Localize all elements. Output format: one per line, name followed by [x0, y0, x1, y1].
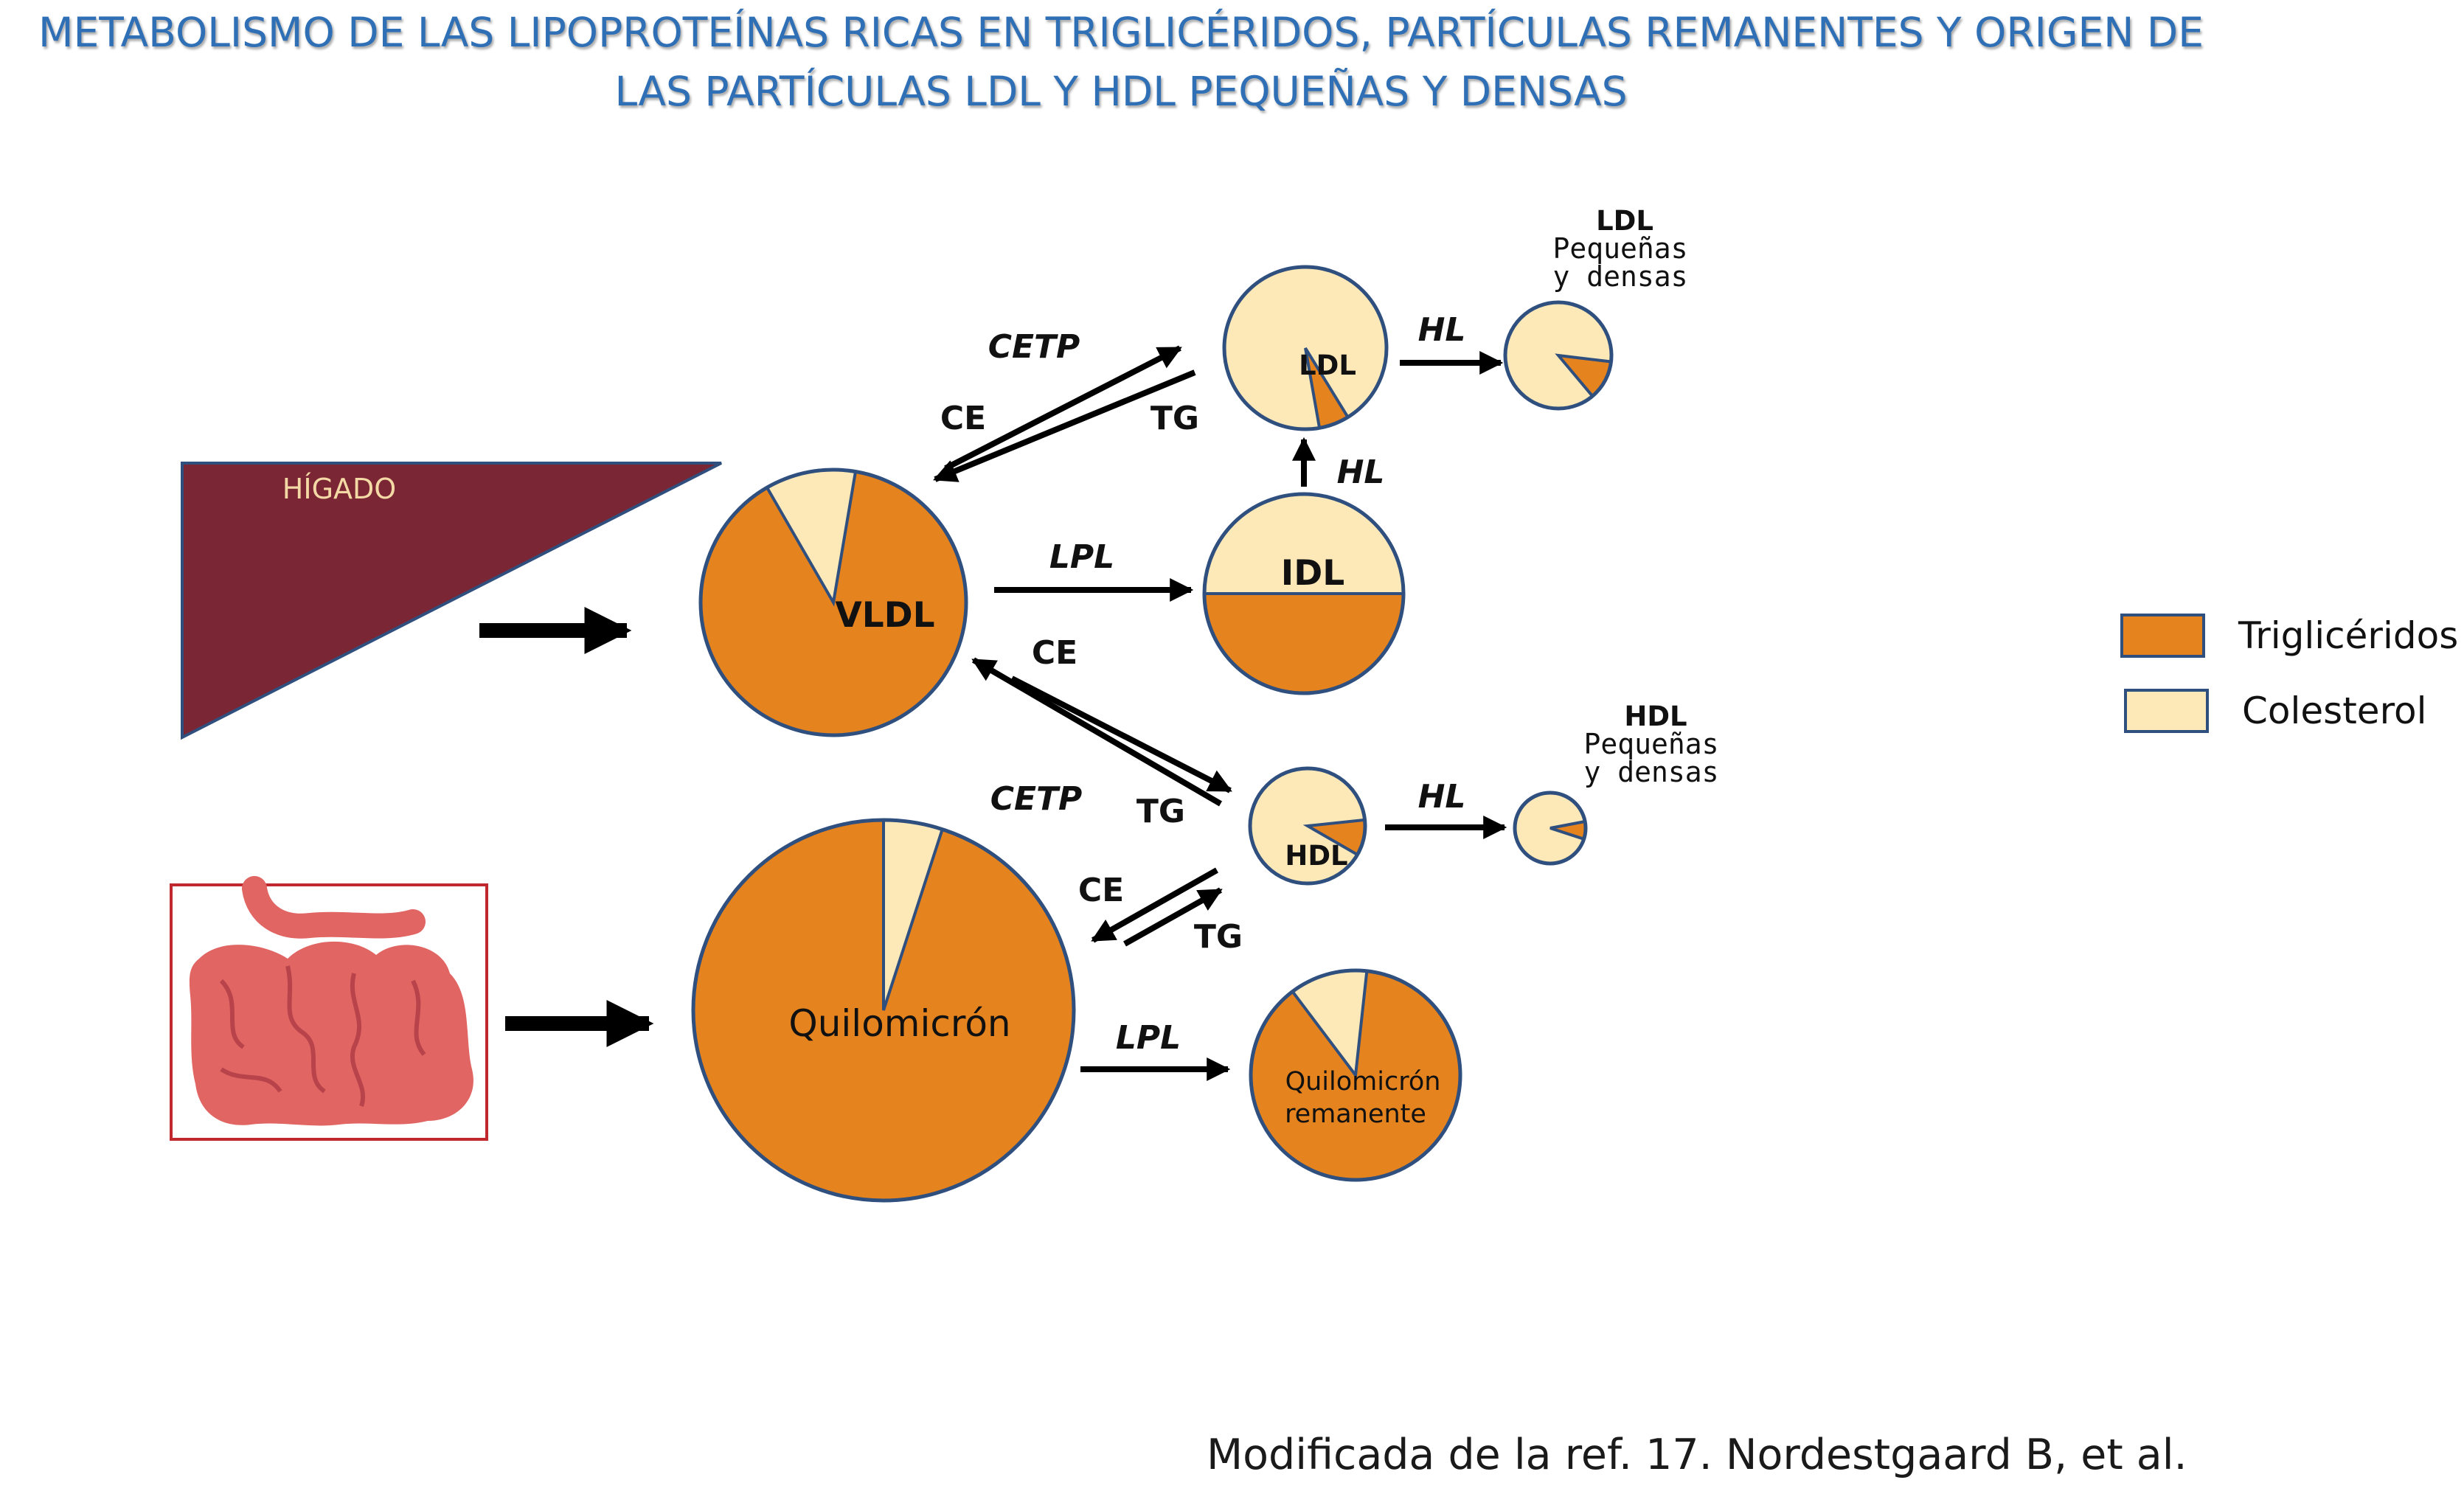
- particle-outline: [1222, 265, 1389, 431]
- cetp-arrow-to-vldl-mid: [971, 657, 1223, 807]
- ldl-particle: [1222, 265, 1389, 431]
- liver-shape: [181, 462, 722, 740]
- particle-outline: [1248, 766, 1367, 886]
- small-ldl-sub1: Pequeñas: [1552, 232, 1687, 265]
- small-hdl-sub1: Pequeñas: [1583, 728, 1718, 760]
- tg-top-label: TG: [1151, 400, 1199, 437]
- hl-ldl-label: HL: [1418, 311, 1466, 349]
- particle-outline: [1503, 300, 1614, 411]
- tg-arrow-chylo-to-hdl: [1123, 887, 1223, 947]
- remnant-label-line-1: Quilomicrón: [1285, 1067, 1441, 1097]
- ce-top-label: CE: [940, 400, 986, 437]
- vldl-label: VLDL: [835, 595, 934, 636]
- tg-low-label: TG: [1194, 918, 1243, 956]
- cetp-bottom-label: CETP: [990, 780, 1083, 818]
- legend-cholesterol: Colesterol: [2124, 689, 2427, 733]
- ldl-label: LDL: [1299, 350, 1356, 381]
- hl-hdl-label: HL: [1418, 778, 1466, 816]
- cholesterol-legend-label: Colesterol: [2242, 689, 2427, 732]
- chylomicron-particle: [691, 818, 1076, 1203]
- small-ldl-sub2: y densas: [1552, 260, 1687, 293]
- lpl-chylo-label: LPL: [1116, 1019, 1181, 1057]
- cetp-arrow-to-hdl: [1010, 675, 1232, 793]
- hdl-label: HDL: [1285, 840, 1347, 872]
- particle-outline: [1202, 492, 1406, 695]
- triglycerides-legend-label: Triglicéridos: [2238, 614, 2459, 657]
- ce-low-label: CE: [1078, 872, 1124, 909]
- small-dense-ldl-particle: [1503, 300, 1614, 411]
- small-hdl-sub2: y densas: [1583, 756, 1718, 788]
- cetp-arrow-to-ldl: [944, 345, 1182, 471]
- small-dense-hdl-particle: [1513, 791, 1588, 866]
- small-ldl-title: LDL: [1596, 205, 1653, 237]
- page-title: METABOLISMO DE LAS LIPOPROTEÍNAS RICAS E…: [0, 3, 2242, 121]
- small-hdl-title: HDL: [1624, 701, 1687, 732]
- title-line-2: LAS PARTÍCULAS LDL Y HDL PEQUEÑAS Y DENS…: [614, 68, 1628, 115]
- particle-outline: [691, 818, 1076, 1203]
- chylomicron-remnant-particle: [1249, 968, 1462, 1182]
- chylomicron-label: Quilomicrón: [788, 1002, 1010, 1045]
- cholesterol-swatch: [2124, 689, 2209, 733]
- liver-label: HÍGADO: [282, 473, 396, 505]
- particle-outline: [698, 468, 968, 737]
- idl-particle: [1202, 492, 1406, 695]
- hl-idl-label: HL: [1337, 454, 1385, 491]
- hdl-particle: [1248, 766, 1367, 886]
- triglycerides-swatch: [2120, 614, 2205, 658]
- source-credit: Modificada de la ref. 17. Nordestgaard B…: [1207, 1431, 2187, 1479]
- particle-outline: [1249, 968, 1462, 1182]
- lpl-vldl-label: LPL: [1049, 538, 1114, 576]
- vldl-particle: [698, 468, 968, 737]
- legend-triglycerides: Triglicéridos: [2120, 614, 2458, 658]
- cetp-arrow-to-vldl: [933, 369, 1196, 482]
- tg-mid-label: TG: [1136, 793, 1185, 830]
- particle-outline: [1513, 791, 1588, 866]
- ce-mid-label: CE: [1032, 634, 1077, 672]
- cetp-top-label: CETP: [988, 328, 1080, 366]
- ce-arrow-hdl-to-chylo: [1091, 867, 1218, 943]
- title-line-1: METABOLISMO DE LAS LIPOPROTEÍNAS RICAS E…: [38, 9, 2204, 56]
- intestine-icon: [170, 876, 488, 1141]
- idl-label: IDL: [1281, 553, 1344, 594]
- remnant-label-line-2: remanente: [1285, 1099, 1426, 1129]
